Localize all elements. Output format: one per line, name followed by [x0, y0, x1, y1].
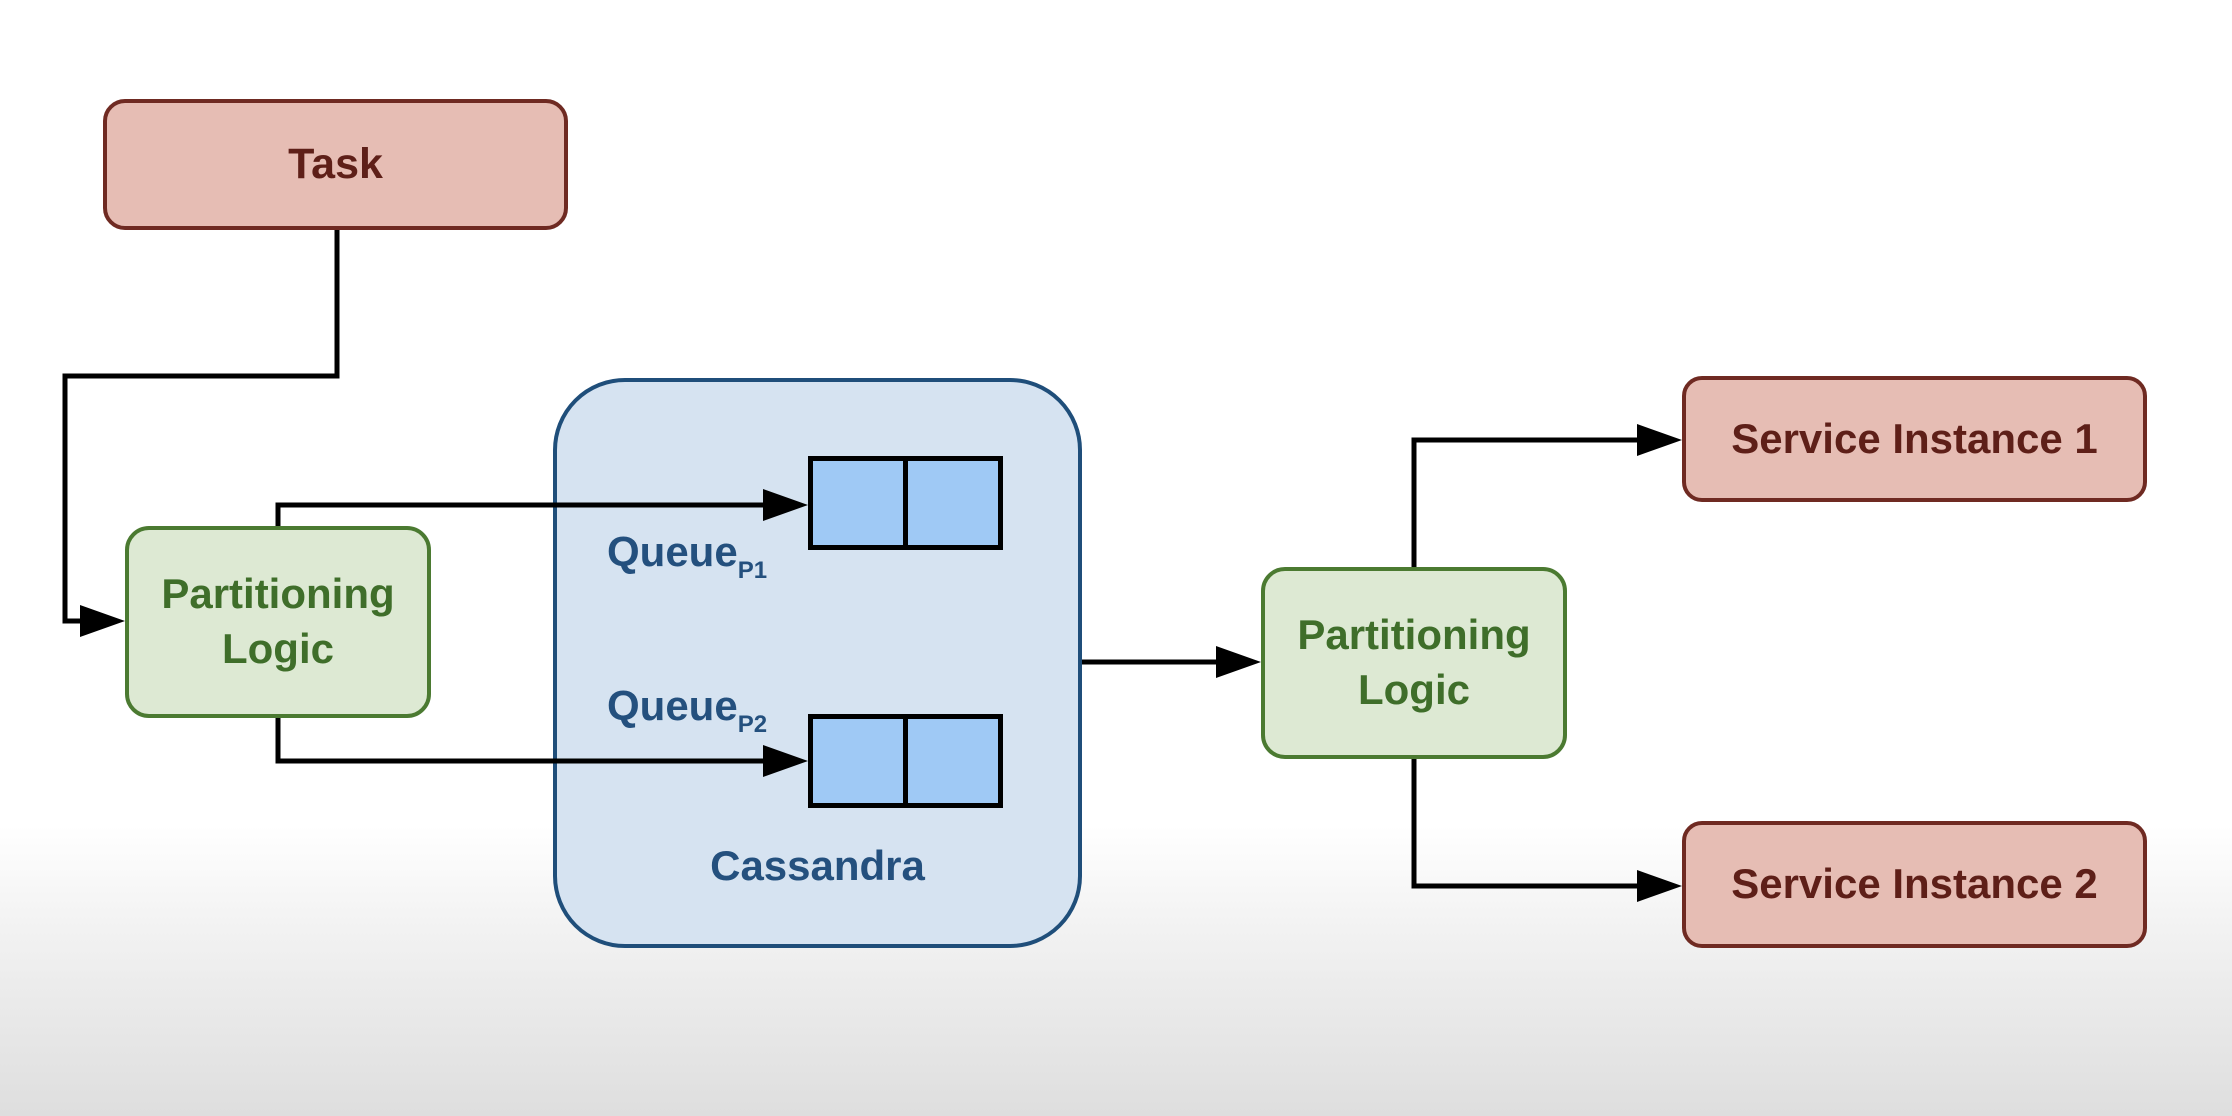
arrow-partitioning-logic-to-service-1 [1411, 437, 1637, 567]
arrowhead-service-1 [1637, 424, 1682, 456]
queue-p1-name: Queue [607, 528, 738, 575]
arrowhead-queue-p1 [763, 489, 808, 521]
service-instance-2-node: Service Instance 2 [1682, 821, 2147, 948]
arrowhead-cassandra-to-partitioning-logic [1216, 646, 1261, 678]
queue-p2-subscript: P2 [737, 711, 768, 738]
queue-p1-label: QueueP1 [607, 528, 767, 585]
cassandra-label: Cassandra [710, 842, 925, 889]
arrow-partitioning-logic-to-queue-p2 [275, 718, 763, 764]
task-node: Task [103, 99, 568, 230]
service-instance-1-label: Service Instance 1 [1731, 414, 2098, 462]
arrow-task-to-partitioning-logic [62, 230, 340, 624]
arrowhead-task-to-partitioning-logic [80, 605, 125, 637]
partitioning-logic-right-label: Partitioning Logic [1297, 611, 1531, 713]
queue-p2-cell [903, 714, 1003, 808]
queue-p1-cell [808, 456, 908, 550]
partitioning-logic-right-node: Partitioning Logic [1261, 567, 1567, 759]
partitioning-logic-left-label: Partitioning Logic [161, 570, 395, 672]
service-instance-2-label: Service Instance 2 [1731, 860, 2098, 908]
service-instance-1-node: Service Instance 1 [1682, 376, 2147, 502]
arrow-partitioning-logic-to-service-2 [1411, 759, 1637, 889]
queue-p1-subscript: P1 [737, 557, 768, 584]
arrow-partitioning-logic-to-queue-p1 [275, 502, 763, 526]
partitioning-logic-left-node: Partitioning Logic [125, 526, 431, 718]
queue-p1-cell [903, 456, 1003, 550]
arrowhead-service-2 [1637, 870, 1682, 902]
arrowhead-queue-p2 [763, 745, 808, 777]
queue-p2-label: QueueP2 [607, 682, 767, 739]
queue-p2-name: Queue [607, 682, 738, 729]
task-label: Task [288, 139, 383, 188]
